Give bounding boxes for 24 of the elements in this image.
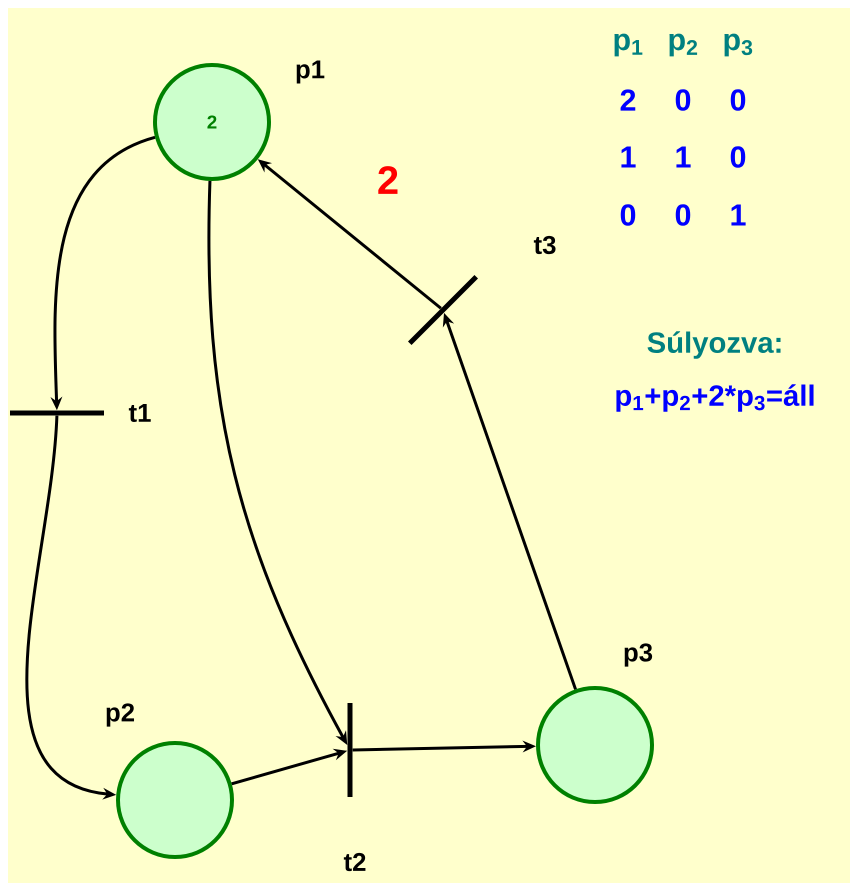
table-cell: 0 — [730, 146, 746, 168]
edge-label: 2 — [376, 164, 400, 196]
table-cell: p$_{2}$ — [669, 34, 698, 56]
formula-text: p$_{1}$+p$_{2}$+2*p$_{3}$=áll — [616, 384, 814, 412]
table-cell: p$_{3}$ — [724, 34, 752, 56]
place-circle — [536, 686, 654, 804]
place-circle — [116, 741, 234, 859]
table-cell: 1 — [731, 204, 746, 226]
table-cell: 2 — [620, 89, 636, 111]
node-label: t2 — [344, 852, 366, 872]
table-cell: 0 — [620, 204, 636, 226]
node-label: p3 — [624, 643, 652, 667]
node-label: p2 — [106, 703, 134, 727]
table-cell: 0 — [676, 89, 690, 111]
table-cell: p$_{1}$ — [614, 34, 642, 56]
transition-bar — [408, 275, 478, 345]
heading-text: Súlyozva: — [648, 331, 781, 359]
node-label: t3 — [534, 236, 556, 254]
table-cell: 0 — [730, 89, 746, 111]
table-cell: 1 — [676, 146, 691, 168]
node-label: p1 — [296, 60, 324, 84]
table-cell: 0 — [676, 204, 690, 226]
table-cell: 1 — [621, 146, 636, 168]
node-label: t1 — [128, 404, 151, 422]
